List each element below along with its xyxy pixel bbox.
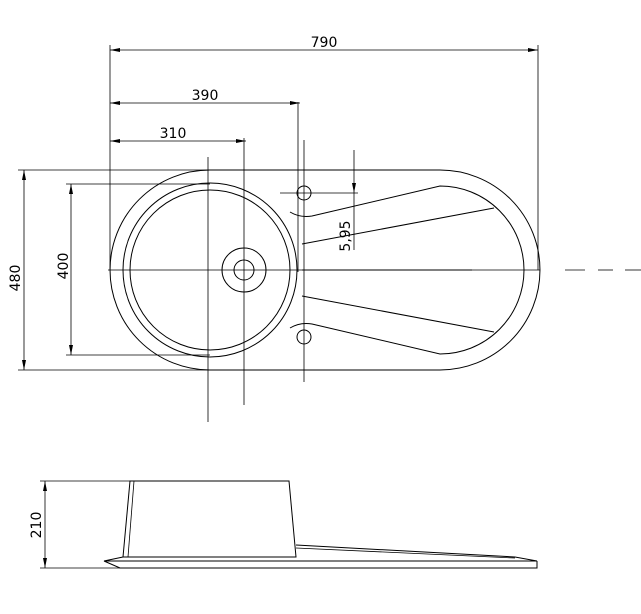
top-view (108, 102, 641, 422)
drainboard-side-profile (103, 544, 538, 562)
dimension-5-95: 5,95 (338, 150, 356, 252)
dimension-210: 210 (29, 480, 130, 569)
side-view (103, 480, 538, 569)
dimension-480: 480 (8, 169, 210, 371)
dim-label-400: 400 (56, 253, 72, 280)
bowl-side-inner-wall (127, 480, 135, 558)
bowl-side-profile (122, 480, 297, 558)
dim-label-310: 310 (160, 126, 187, 142)
dimension-790: 790 (109, 35, 539, 270)
sink-base (103, 560, 538, 569)
dimension-400: 400 (56, 183, 210, 356)
drainboard-groove-lower (301, 295, 495, 333)
dim-label-5-95: 5,95 (338, 220, 354, 251)
dim-label-480: 480 (8, 265, 24, 292)
dimension-310: 310 (110, 126, 246, 143)
drainboard-groove-upper (301, 207, 495, 245)
drainboard-side-slope (295, 547, 516, 559)
dim-label-210: 210 (29, 512, 45, 539)
dimension-390: 390 (110, 88, 300, 105)
dim-label-390: 390 (192, 88, 219, 104)
sink-outer-outline (109, 169, 541, 371)
dim-label-790: 790 (311, 35, 338, 51)
